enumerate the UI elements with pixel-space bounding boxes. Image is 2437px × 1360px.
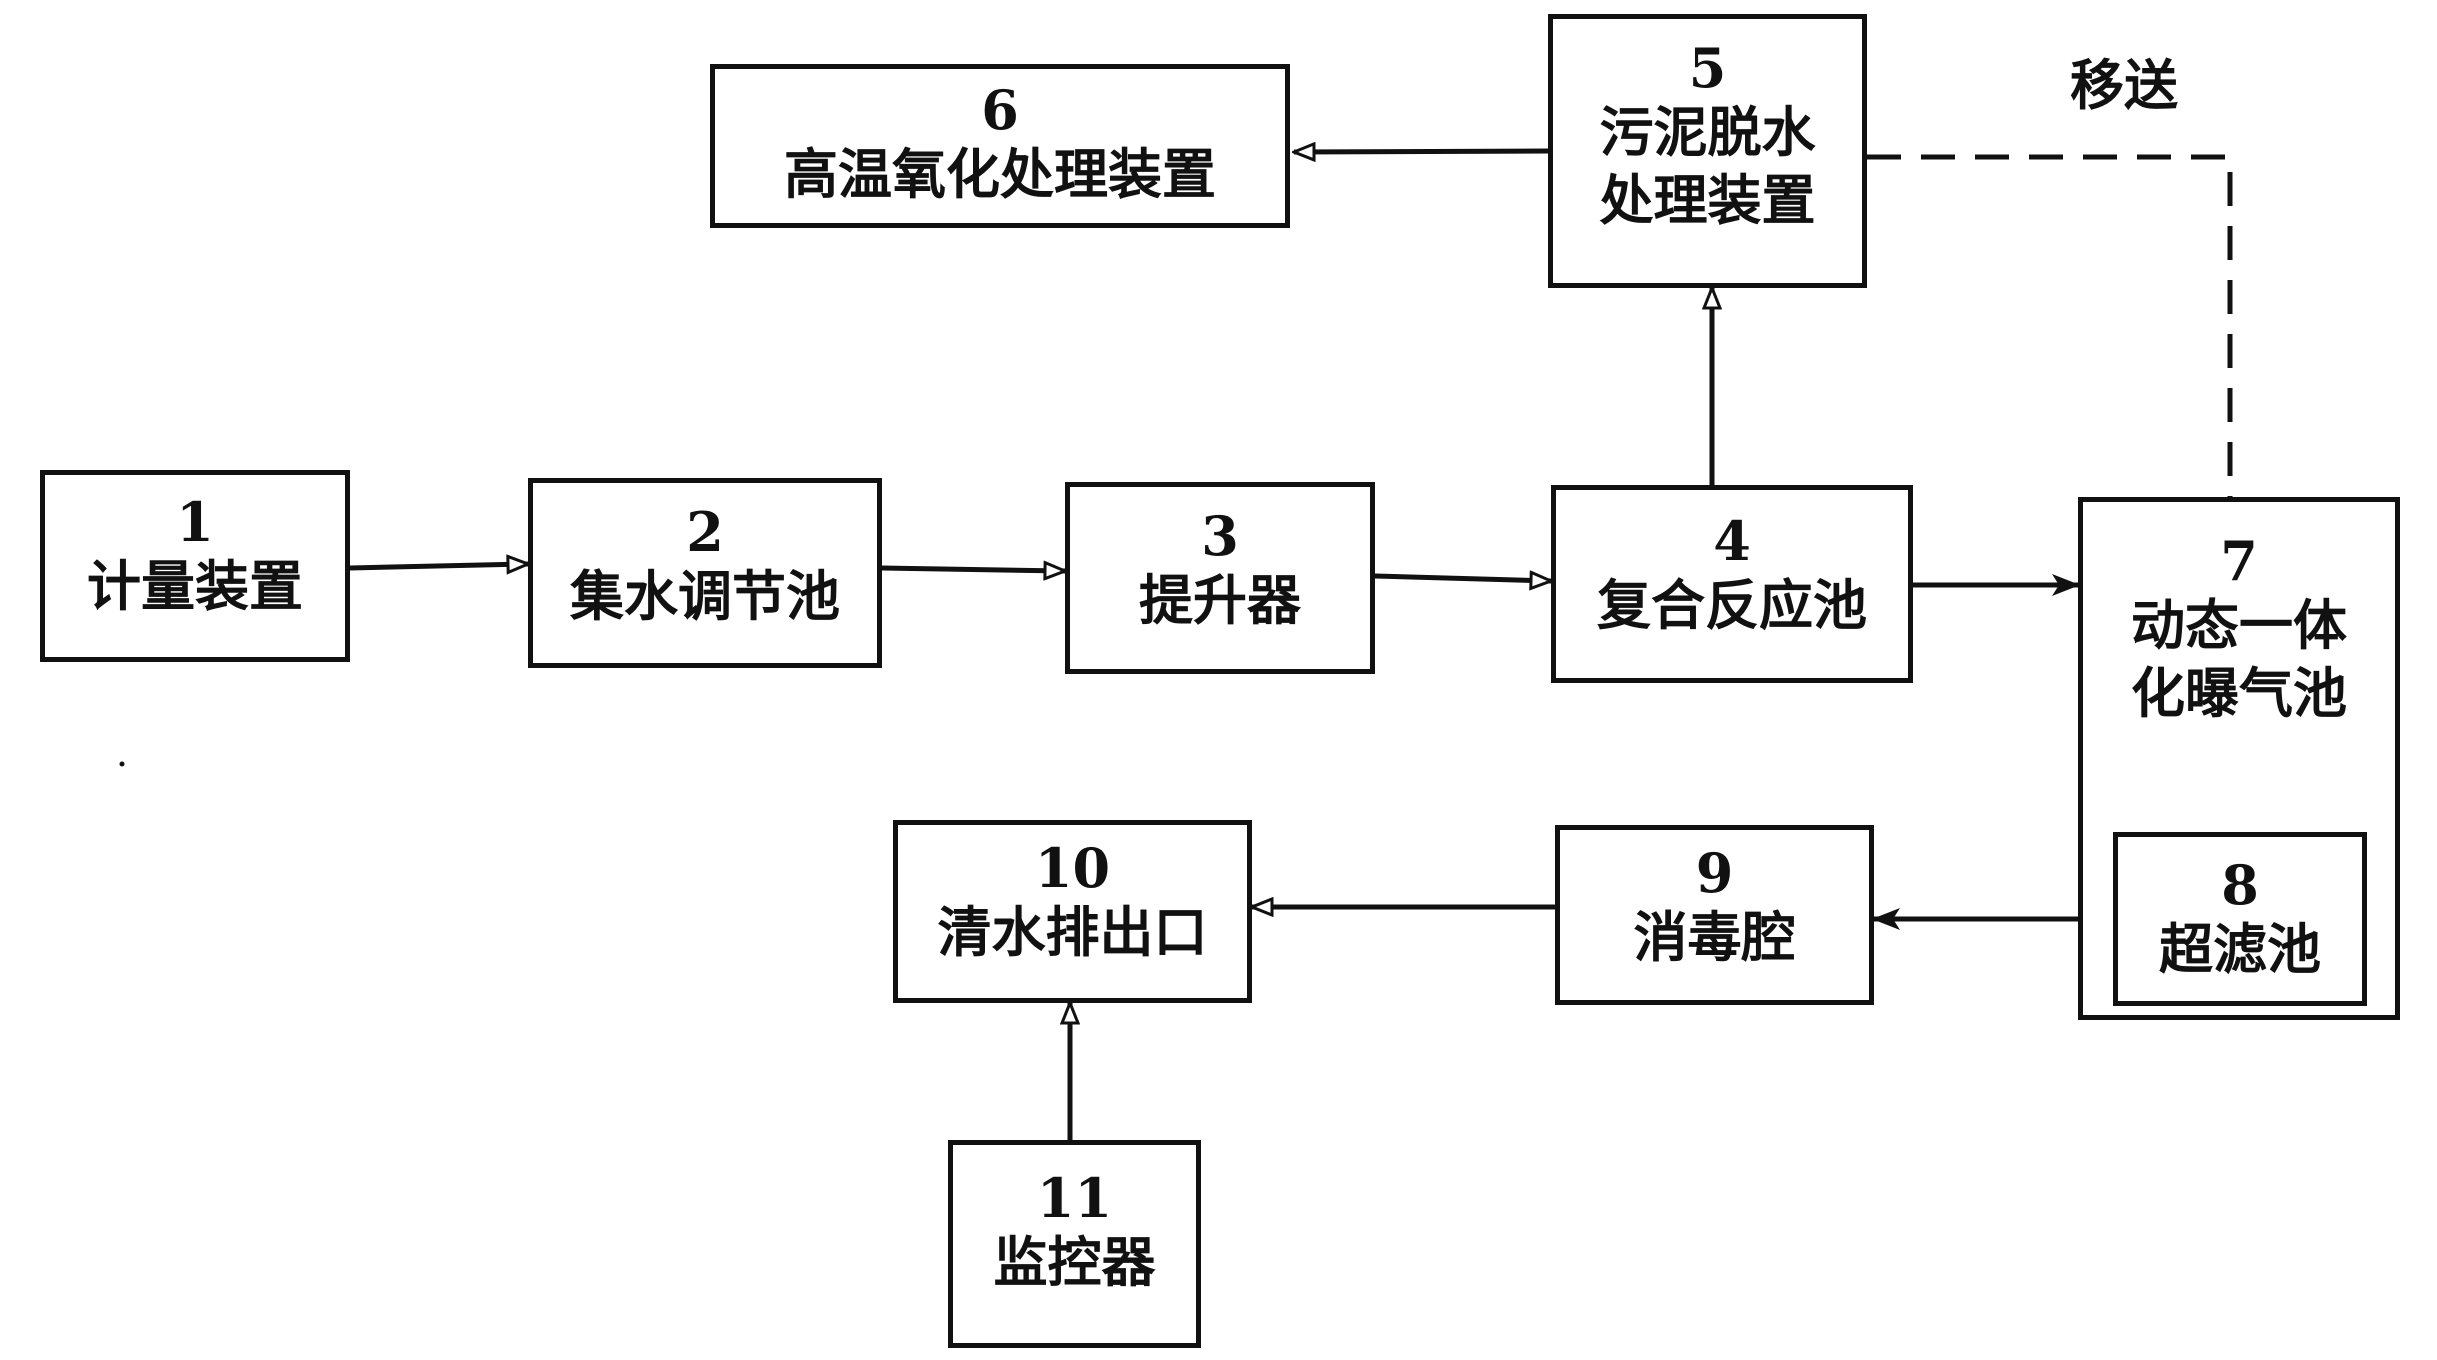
node-2-collection-regulating-tank: 2 集水调节池 xyxy=(528,478,882,668)
node-11-number: 11 xyxy=(1036,1166,1113,1230)
node-1-metering-device: 1 计量装置 xyxy=(40,470,350,662)
node-1-label: 计量装置 xyxy=(87,555,303,618)
node-6-number: 6 xyxy=(981,78,1019,142)
node-5-label-line-2: 处理装置 xyxy=(1599,169,1816,232)
node-9-label: 消毒腔 xyxy=(1633,906,1796,969)
node-6-label: 高温氧化处理装置 xyxy=(784,143,1216,206)
edge-1-to-2 xyxy=(349,564,528,568)
node-5-number: 5 xyxy=(1688,36,1727,100)
edge-3-to-4 xyxy=(1374,576,1551,581)
edge-2-to-3 xyxy=(881,568,1065,571)
node-8-label: 超滤池 xyxy=(2159,918,2321,981)
node-3-lifter: 3 提升器 xyxy=(1065,482,1375,674)
edge-5-to-6 xyxy=(1294,151,1549,152)
node-10-label: 清水排出口 xyxy=(937,901,1208,964)
transfer-annotation: 移送 xyxy=(2070,54,2178,117)
node-2-label: 集水调节池 xyxy=(570,565,840,628)
node-11-monitor: 11 监控器 xyxy=(948,1140,1201,1348)
node-8-ultrafiltration-tank: 8 超滤池 xyxy=(2113,832,2367,1006)
node-7-label-line-2: 化曝气池 xyxy=(2131,662,2347,725)
node-9-number: 9 xyxy=(1695,841,1734,905)
node-7-number: 7 xyxy=(2220,529,2258,593)
node-10-clean-water-outlet: 10 清水排出口 xyxy=(893,820,1252,1003)
node-3-label: 提升器 xyxy=(1139,569,1301,632)
node-9-disinfection-chamber: 9 消毒腔 xyxy=(1555,825,1874,1005)
node-7-label-line-1: 动态一体 xyxy=(2131,594,2347,657)
node-1-number: 1 xyxy=(176,490,214,554)
node-2-number: 2 xyxy=(686,500,724,564)
node-4-label: 复合反应池 xyxy=(1597,574,1867,637)
node-4-composite-reaction-tank: 4 复合反应池 xyxy=(1551,485,1913,683)
node-4-number: 4 xyxy=(1713,509,1751,573)
node-3-number: 3 xyxy=(1201,504,1239,568)
node-6-high-temperature-oxidation-device: 6 高温氧化处理装置 xyxy=(710,64,1290,228)
speck-dot xyxy=(119,761,125,767)
node-8-number: 8 xyxy=(2221,853,2259,917)
node-5-label-line-1: 污泥脱水 xyxy=(1599,101,1816,164)
node-10-number: 10 xyxy=(1034,836,1111,900)
node-5-sludge-dewatering-device: 5 污泥脱水 处理装置 xyxy=(1548,14,1867,288)
edge-5-to-7-dashed xyxy=(1867,154,2233,497)
node-11-label: 监控器 xyxy=(993,1231,1156,1294)
